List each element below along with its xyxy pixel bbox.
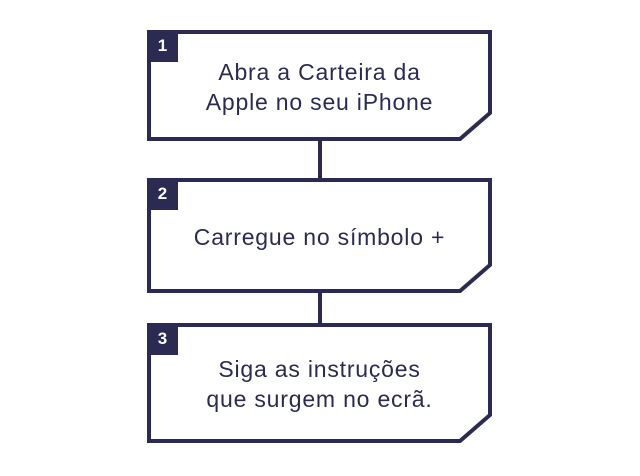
step-box-3: 3 Siga as instruções que surgem no ecrã.: [147, 323, 492, 443]
step-text-3-line-2: que surgem no ecrã.: [206, 386, 433, 412]
step-text-3: Siga as instruções que surgem no ecrã.: [147, 323, 492, 443]
step-box-2: 2 Carregue no símbolo +: [147, 178, 492, 293]
step-text-2-line-1: Carregue no símbolo +: [193, 223, 446, 250]
step-text-1-line-2: Apple no seu iPhone: [205, 88, 434, 115]
step-box-3-outline: [147, 323, 492, 443]
step-number-badge-2: 2: [147, 178, 178, 210]
step-text-2: Carregue no símbolo +: [147, 178, 492, 293]
step-box-1: 1 Abra a Carteira da Apple no seu iPhone: [147, 30, 492, 141]
connector-line-1: [318, 139, 322, 180]
step-number-badge-3: 3: [147, 323, 178, 355]
step-number-3: 3: [157, 329, 168, 348]
step-text-1: Abra a Carteira da Apple no seu iPhone: [147, 30, 492, 141]
step-box-2-outline: [147, 178, 492, 293]
connector-line-2: [318, 291, 322, 325]
step-text-3-line-1: Siga as instruções: [218, 356, 421, 382]
step-number-badge-1: 1: [147, 30, 178, 62]
step-number-2: 2: [157, 184, 168, 203]
step-number-1: 1: [157, 36, 168, 55]
step-box-1-outline: [147, 30, 492, 141]
step-text-1-line-1: Abra a Carteira da: [218, 58, 421, 85]
